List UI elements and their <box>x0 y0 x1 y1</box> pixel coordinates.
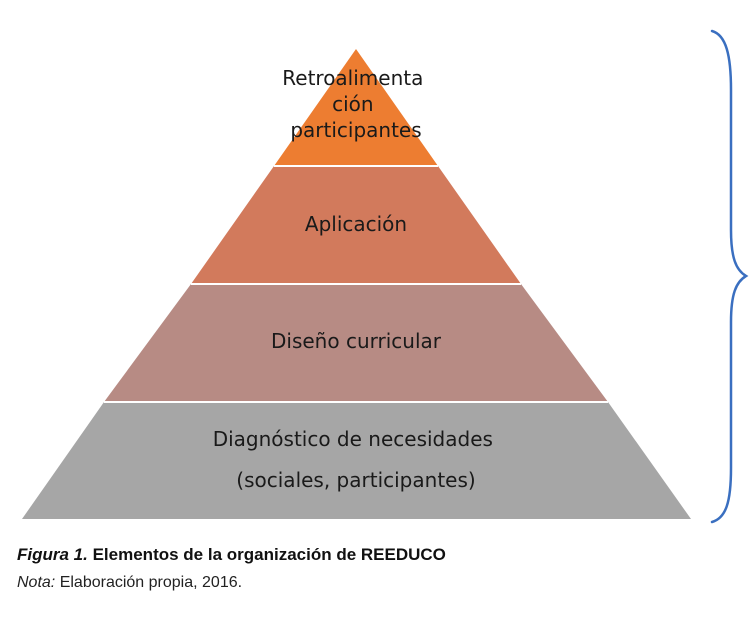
figure-label: Figura 1. <box>17 545 88 564</box>
label-third-line-1: Diseño curricular <box>271 329 442 353</box>
figure-caption: Figura 1. Elementos de la organización d… <box>17 545 446 565</box>
pyramid-level-base <box>22 402 691 519</box>
pyramid-level-top <box>274 49 438 166</box>
label-base-line-2: (sociales, participantes) <box>236 468 475 492</box>
label-top-line-2: ción <box>332 92 373 116</box>
label-top: Retroalimenta ción participantes <box>282 66 429 142</box>
label-base-line-1: Diagnóstico de necesidades <box>213 427 493 451</box>
note-label: Nota: <box>17 574 56 591</box>
note-text: Elaboración propia, 2016. <box>59 574 243 591</box>
pyramid-level-second <box>191 166 521 284</box>
pyramid-diagram: Retroalimenta ción participantes Aplicac… <box>22 29 749 524</box>
figure-note: Nota: Elaboración propia, 2016. <box>17 574 242 592</box>
label-top-line-3: participantes <box>290 118 421 142</box>
figure-title: Elementos de la organización de REEDUCO <box>92 545 446 564</box>
label-base: Diagnóstico de necesidades (sociales, pa… <box>213 427 500 492</box>
label-second: Aplicación <box>305 212 407 236</box>
right-curly-brace <box>710 29 749 524</box>
pyramid-level-third <box>104 284 608 402</box>
label-third: Diseño curricular <box>271 329 442 353</box>
label-second-line-1: Aplicación <box>305 212 407 236</box>
label-top-line-1: Retroalimenta <box>282 66 423 90</box>
